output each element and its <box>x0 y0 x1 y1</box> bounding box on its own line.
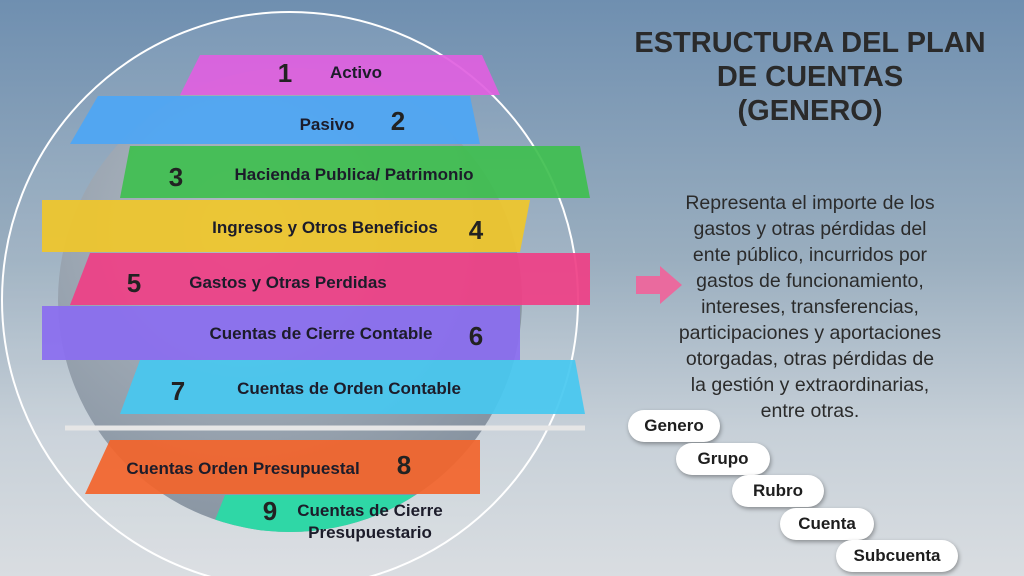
title-line-1: ESTRUCTURA DEL PLAN <box>634 27 986 59</box>
hierarchy-grupo: Grupo <box>676 443 770 475</box>
account-label-2: Pasivo <box>300 115 355 134</box>
description-line: gastos y otras pérdidas del <box>693 218 927 240</box>
account-band-7 <box>120 360 585 414</box>
description-line: intereses, transferencias, <box>701 296 919 318</box>
account-band-5 <box>70 253 590 305</box>
description: Representa el importe de los gastos y ot… <box>660 190 960 424</box>
account-number-2: 2 <box>391 106 405 136</box>
hierarchy-subcuenta: Subcuenta <box>836 540 958 572</box>
account-number-7: 7 <box>171 376 185 406</box>
title-line-2: DE CUENTAS <box>716 61 904 93</box>
hierarchy-cuenta: Cuenta <box>780 508 874 540</box>
description-line: gastos de funcionamiento, <box>696 270 924 292</box>
account-label-1: Activo <box>330 63 382 82</box>
description-line: Representa el importe de los <box>685 192 935 214</box>
account-band-4 <box>42 200 530 252</box>
page-title: ESTRUCTURA DEL PLAN DE CUENTAS (GENERO) <box>600 26 1020 128</box>
description-line: participaciones y aportaciones <box>678 322 942 344</box>
right-arrow-icon <box>636 266 682 304</box>
account-label-8: Cuentas Orden Presupuestal <box>126 459 359 478</box>
hierarchy-rubro: Rubro <box>732 475 824 507</box>
account-band-6 <box>42 306 520 360</box>
account-label-6: Cuentas de Cierre Contable <box>210 324 433 343</box>
description-line: la gestión y extraordinarias, <box>690 374 930 396</box>
account-label-5: Gastos y Otras Perdidas <box>189 273 386 292</box>
account-band-3 <box>120 146 590 198</box>
description-line: otorgadas, otras pérdidas de <box>685 348 935 370</box>
account-number-1: 1 <box>278 58 292 88</box>
title-line-3: (GENERO) <box>737 95 883 127</box>
account-label-4: Ingresos y Otros Beneficios <box>212 218 438 237</box>
account-number-6: 6 <box>469 321 483 351</box>
account-number-9: 9 <box>263 496 277 526</box>
account-label-3: Hacienda Publica/ Patrimonio <box>234 165 473 184</box>
description-line: entre otras. <box>760 400 860 422</box>
hierarchy-genero: Genero <box>628 410 720 442</box>
description-line: ente público, incurridos por <box>692 244 928 266</box>
account-band-1 <box>180 55 500 95</box>
account-structure-diagram: 1 Activo 2 Pasivo 3 Hacienda Publica/ Patrimo… <box>42 55 590 542</box>
account-number-3: 3 <box>169 162 183 192</box>
account-band-2 <box>70 96 480 144</box>
account-number-5: 5 <box>127 268 141 298</box>
account-label-7: Cuentas de Orden Contable <box>237 379 461 398</box>
account-number-8: 8 <box>397 450 411 480</box>
account-band-8 <box>85 440 480 494</box>
account-number-4: 4 <box>469 215 484 245</box>
